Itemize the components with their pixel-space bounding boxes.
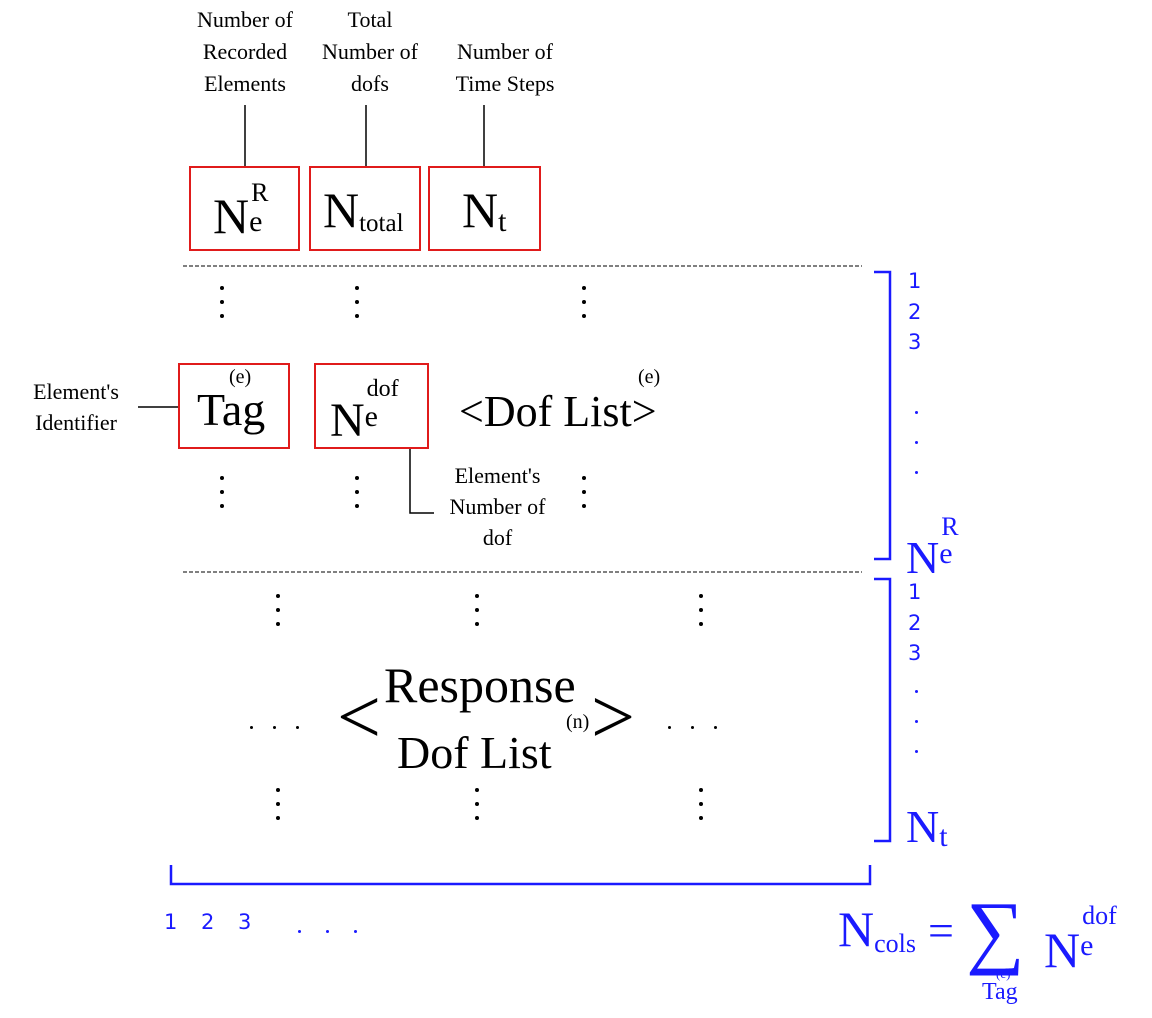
symbol-n-t-blue: Nt: [906, 801, 948, 853]
caption-line: Time Steps: [455, 70, 555, 96]
symbol-sub: cols: [874, 929, 916, 958]
symbol-tag: Tag (e): [197, 367, 266, 435]
caption-element-dof: Element's Number of dof: [425, 461, 570, 553]
symbol-sub: e: [249, 205, 263, 238]
formula-sum-under: Tag (e): [982, 967, 1018, 1005]
symbol-base: N: [906, 532, 940, 583]
symbol-ne-dof: N dof e: [330, 377, 411, 447]
symbol-sub: t: [939, 820, 948, 853]
ellipsis-vertical-blue: [915, 690, 918, 780]
bracket-right-top: [874, 270, 892, 561]
ellipsis-vertical: [355, 286, 361, 328]
ellipsis-vertical: [582, 476, 588, 518]
ellipsis-vertical: [699, 594, 705, 636]
leader-ne-dof: [409, 449, 434, 514]
symbol-base: N: [213, 188, 250, 244]
symbol-base: N: [838, 901, 875, 957]
symbol-sup: (e): [638, 366, 661, 388]
sum-icon: ∑: [966, 885, 1025, 976]
symbol-sub: t: [498, 205, 507, 238]
caption-time-steps: Number of Time Steps: [430, 36, 580, 100]
bracket-right-bottom: [874, 577, 892, 843]
caption-line: Element's: [454, 463, 541, 488]
symbol-sup: dof: [366, 376, 399, 402]
bracket-bottom: [169, 865, 872, 886]
cell-n-t: [428, 166, 541, 251]
ellipsis-vertical: [475, 594, 481, 636]
symbol-base: N: [1044, 922, 1081, 978]
symbol-sub: e: [939, 537, 953, 570]
symbol-ne-r-blue: N R e: [906, 514, 963, 583]
response-right-bracket: >: [591, 673, 635, 760]
response-sup: (n): [566, 711, 590, 733]
response-left-bracket: <: [337, 673, 381, 760]
row-index: 2: [908, 611, 922, 635]
ellipsis-vertical: [220, 286, 226, 328]
ellipsis-vertical: [276, 788, 282, 830]
ellipsis-vertical: [276, 594, 282, 636]
cell-n-total: [309, 166, 421, 251]
symbol-n-total: Ntotal: [323, 182, 404, 238]
caption-line: Number of: [197, 7, 293, 32]
ellipsis-vertical: [475, 788, 481, 830]
symbol-base: Tag: [982, 979, 1018, 1005]
symbol-sup: R: [941, 512, 959, 541]
caption-line: Element's: [33, 379, 119, 404]
ellipsis-horizontal: [668, 716, 737, 729]
cell-tag: [178, 363, 290, 449]
dof-list-label: <Dof List> (e): [459, 367, 660, 436]
caption-element-identifier: Element's Identifier: [4, 377, 148, 439]
symbol-base: N: [330, 394, 365, 447]
symbol-sub: e: [364, 400, 378, 433]
symbol-base: N: [323, 182, 360, 238]
ellipsis-vertical: [582, 286, 588, 328]
caption-line: Elements: [204, 70, 286, 96]
caption-line: dofs: [351, 70, 389, 96]
caption-line: Total: [347, 7, 393, 32]
formula-equals: =: [928, 905, 954, 956]
row-index: 2: [908, 300, 922, 324]
col-index: 2: [201, 910, 215, 934]
symbol-sup: (e): [996, 966, 1011, 981]
symbol-base: Tag: [197, 384, 266, 435]
ellipsis-vertical: [699, 788, 705, 830]
caption-line: Number of: [322, 38, 418, 64]
symbol-sup: R: [251, 178, 269, 207]
formula-rhs: N dof e: [1044, 903, 1128, 978]
dof-list-text: <Dof List>: [459, 387, 657, 436]
ellipsis-horizontal: [250, 716, 319, 729]
symbol-sub: total: [359, 210, 404, 237]
caption-line: Identifier: [35, 409, 117, 435]
ellipsis-vertical-blue: [915, 411, 918, 501]
row-index: 3: [908, 641, 922, 665]
symbol-sup: dof: [1082, 901, 1117, 930]
col-index: 3: [238, 910, 252, 934]
caption-line: Number of: [449, 493, 546, 519]
symbol-base: N: [906, 801, 940, 852]
row-index: 1: [908, 269, 922, 293]
cell-ne-dof: [314, 363, 429, 449]
caption-recorded-elements: Number of Recorded Elements: [140, 4, 350, 100]
formula-lhs: Ncols: [838, 901, 916, 957]
ellipsis-horizontal-blue: [298, 920, 377, 933]
response-line-2: Dof List: [397, 727, 552, 778]
symbol-sup: (e): [229, 366, 252, 388]
ellipsis-vertical: [220, 476, 226, 518]
response-line-1: Response: [384, 657, 576, 713]
symbol-sub: e: [1080, 929, 1094, 962]
ellipsis-vertical: [355, 476, 361, 518]
caption-line: dof: [482, 524, 513, 550]
symbol-n-t: Nt: [462, 182, 507, 238]
caption-line: Number of: [457, 39, 553, 64]
col-index: 1: [164, 910, 178, 934]
cell-ne-r: [189, 166, 300, 251]
symbol-base: N: [462, 182, 499, 238]
caption-line: Recorded: [202, 38, 288, 64]
caption-total-dofs: Total Number of dofs: [300, 4, 440, 100]
row-index: 3: [908, 330, 922, 354]
symbol-ne-r: N R e: [213, 178, 275, 244]
row-index: 1: [908, 580, 922, 604]
